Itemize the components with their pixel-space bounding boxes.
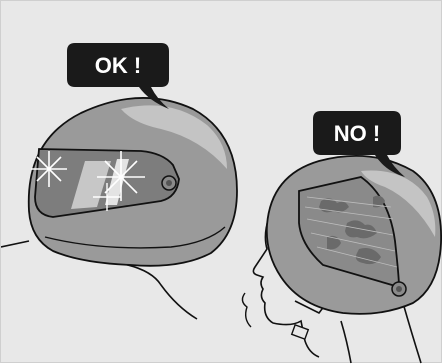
neck-line-left xyxy=(119,263,197,319)
strap-buckle xyxy=(292,325,309,339)
back-neck-line xyxy=(403,303,421,363)
helmet-ok: OK ! xyxy=(1,43,237,319)
helmet-no: NO ! xyxy=(242,111,441,363)
ok-label: OK ! xyxy=(95,53,141,78)
visor-pivot-center xyxy=(396,286,402,292)
neck-line-right xyxy=(341,321,351,363)
visor-pivot-center xyxy=(166,180,172,186)
shoulder-line-left xyxy=(1,241,29,247)
chin-line xyxy=(242,293,251,327)
no-label: NO ! xyxy=(334,121,380,146)
